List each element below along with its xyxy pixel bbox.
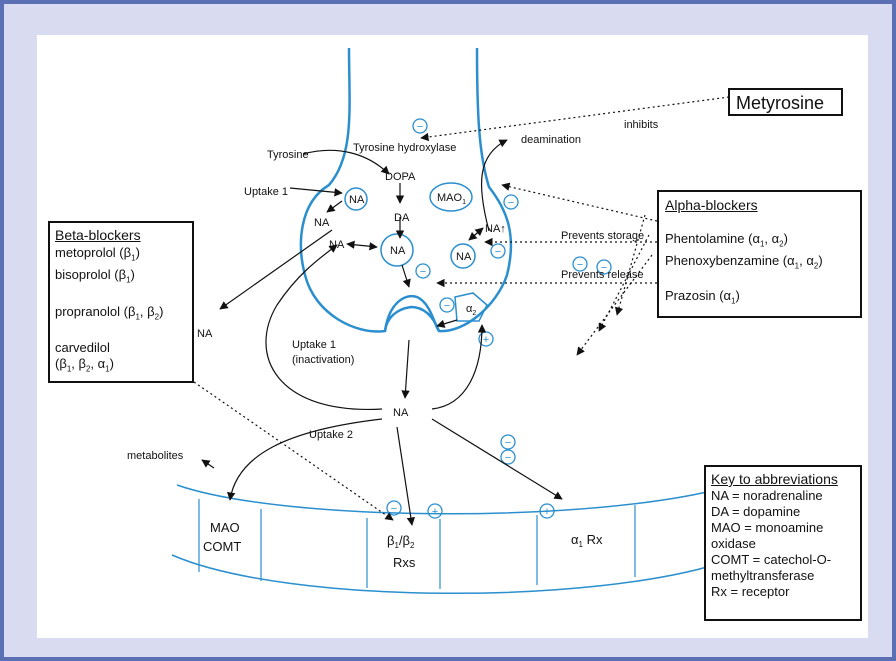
label-mao1: MAO1 xyxy=(437,192,466,206)
label-na-vesicle-2: NA xyxy=(390,245,406,257)
label-mao-post: MAO xyxy=(210,520,240,535)
label-rxs: Rxs xyxy=(393,555,416,570)
label-na-cleft: NA xyxy=(393,407,409,419)
minus-symbol: − xyxy=(420,266,426,278)
label-inhibits: inhibits xyxy=(624,119,659,131)
beta-item-bisoprolol: bisoprolol (β1) xyxy=(55,266,135,285)
label-alpha1-rx: α1 Rx xyxy=(571,532,603,549)
plus-symbol: + xyxy=(544,506,550,518)
mao1-ellipse xyxy=(429,182,473,212)
minus-symbol: − xyxy=(495,246,501,258)
beta-item-carvedilol-targets: (β1, β2, α1) xyxy=(55,355,114,374)
beta-item-carvedilol: carvedilol xyxy=(55,339,110,355)
beta-blockers-title: Beta-blockers xyxy=(55,227,141,243)
metyrosine-label: Metyrosine xyxy=(736,93,825,113)
key-line: MAO = monoamine xyxy=(711,520,824,535)
label-comt-post: COMT xyxy=(203,539,241,554)
alpha-item-phentolamine: Phentolamine (α1, α2) xyxy=(665,231,788,249)
label-alpha2: α2 xyxy=(466,303,476,317)
minus-symbol: − xyxy=(508,197,514,209)
key-line: Rx = receptor xyxy=(711,584,790,599)
key-box: Key to abbreviations NA = noradrenaline … xyxy=(704,465,862,621)
minus-symbol: − xyxy=(444,300,450,312)
beta-item-propranolol: propranolol (β1, β2) xyxy=(55,304,164,322)
plus-symbol: + xyxy=(432,506,438,518)
beta-blockers-box: Beta-blockers metoprolol (β1) bisoprolol… xyxy=(48,221,194,383)
key-line: methyltransferase xyxy=(711,568,815,583)
outer-frame: Tyrosine Tyrosine hydroxylase DOPA DA Up… xyxy=(4,4,892,657)
label-metabolites: metabolites xyxy=(127,450,184,462)
label-uptake1-top: Uptake 1 xyxy=(244,186,288,198)
label-inactivation: (inactivation) xyxy=(292,354,354,366)
label-na-up: NA↑ xyxy=(485,223,506,235)
label-tyrosine: Tyrosine xyxy=(267,149,309,161)
key-line: NA = noradrenaline xyxy=(711,488,823,503)
key-line: DA = dopamine xyxy=(711,504,801,519)
label-da: DA xyxy=(394,212,410,224)
postsynaptic-membrane-top xyxy=(176,484,728,515)
na-vesicle-3 xyxy=(450,243,476,269)
minus-symbol: − xyxy=(601,262,607,274)
minus-symbol: − xyxy=(505,452,511,464)
alpha-item-prazosin: Prazosin (α1) xyxy=(665,288,740,306)
key-line: COMT = catechol-O- xyxy=(711,552,832,567)
label-beta-receptors: β1/β2 xyxy=(387,533,415,550)
alpha-item-phenoxybenzamine: Phenoxybenzamine (α1, α2) xyxy=(665,252,823,271)
minus-symbol: − xyxy=(417,121,423,133)
label-dopa: DOPA xyxy=(385,171,416,183)
alpha-blockers-box: Alpha-blockers Phentolamine (α1, α2) Phe… xyxy=(657,190,862,318)
label-na-vesicle-1: NA xyxy=(349,194,365,206)
minus-symbol: − xyxy=(505,437,511,449)
alpha-blockers-title: Alpha-blockers xyxy=(665,197,758,213)
label-na-vesicle-3: NA xyxy=(456,251,472,263)
minus-symbol: − xyxy=(577,259,583,271)
label-prevents-storage: Prevents storage xyxy=(561,230,644,242)
label-prevents-release: Prevents release xyxy=(561,269,644,281)
metyrosine-box: Metyrosine xyxy=(728,88,843,116)
presynaptic-membrane xyxy=(299,47,513,333)
synapse-diagram: Tyrosine Tyrosine hydroxylase DOPA DA Up… xyxy=(127,47,730,594)
label-na-free: NA xyxy=(314,217,330,229)
postsynaptic-membrane-bottom xyxy=(171,554,728,594)
release-site xyxy=(383,305,441,332)
label-na-left: NA xyxy=(329,239,345,251)
label-uptake1-inactivation: Uptake 1 xyxy=(292,339,336,351)
label-uptake2: Uptake 2 xyxy=(309,429,353,441)
key-title: Key to abbreviations xyxy=(711,471,838,487)
plus-symbol: + xyxy=(483,334,489,346)
alpha2-receptor xyxy=(454,292,488,322)
beta-item-metoprolol: metoprolol (β1) xyxy=(55,245,140,263)
label-tyrosine-hydroxylase: Tyrosine hydroxylase xyxy=(353,142,456,154)
diagram-canvas: Tyrosine Tyrosine hydroxylase DOPA DA Up… xyxy=(37,35,868,638)
key-line: oxidase xyxy=(711,536,756,551)
label-deamination: deamination xyxy=(521,134,581,146)
label-na-presynaptic-out: NA xyxy=(197,328,213,340)
na-vesicle-1 xyxy=(344,187,368,211)
minus-symbol: − xyxy=(391,503,397,515)
